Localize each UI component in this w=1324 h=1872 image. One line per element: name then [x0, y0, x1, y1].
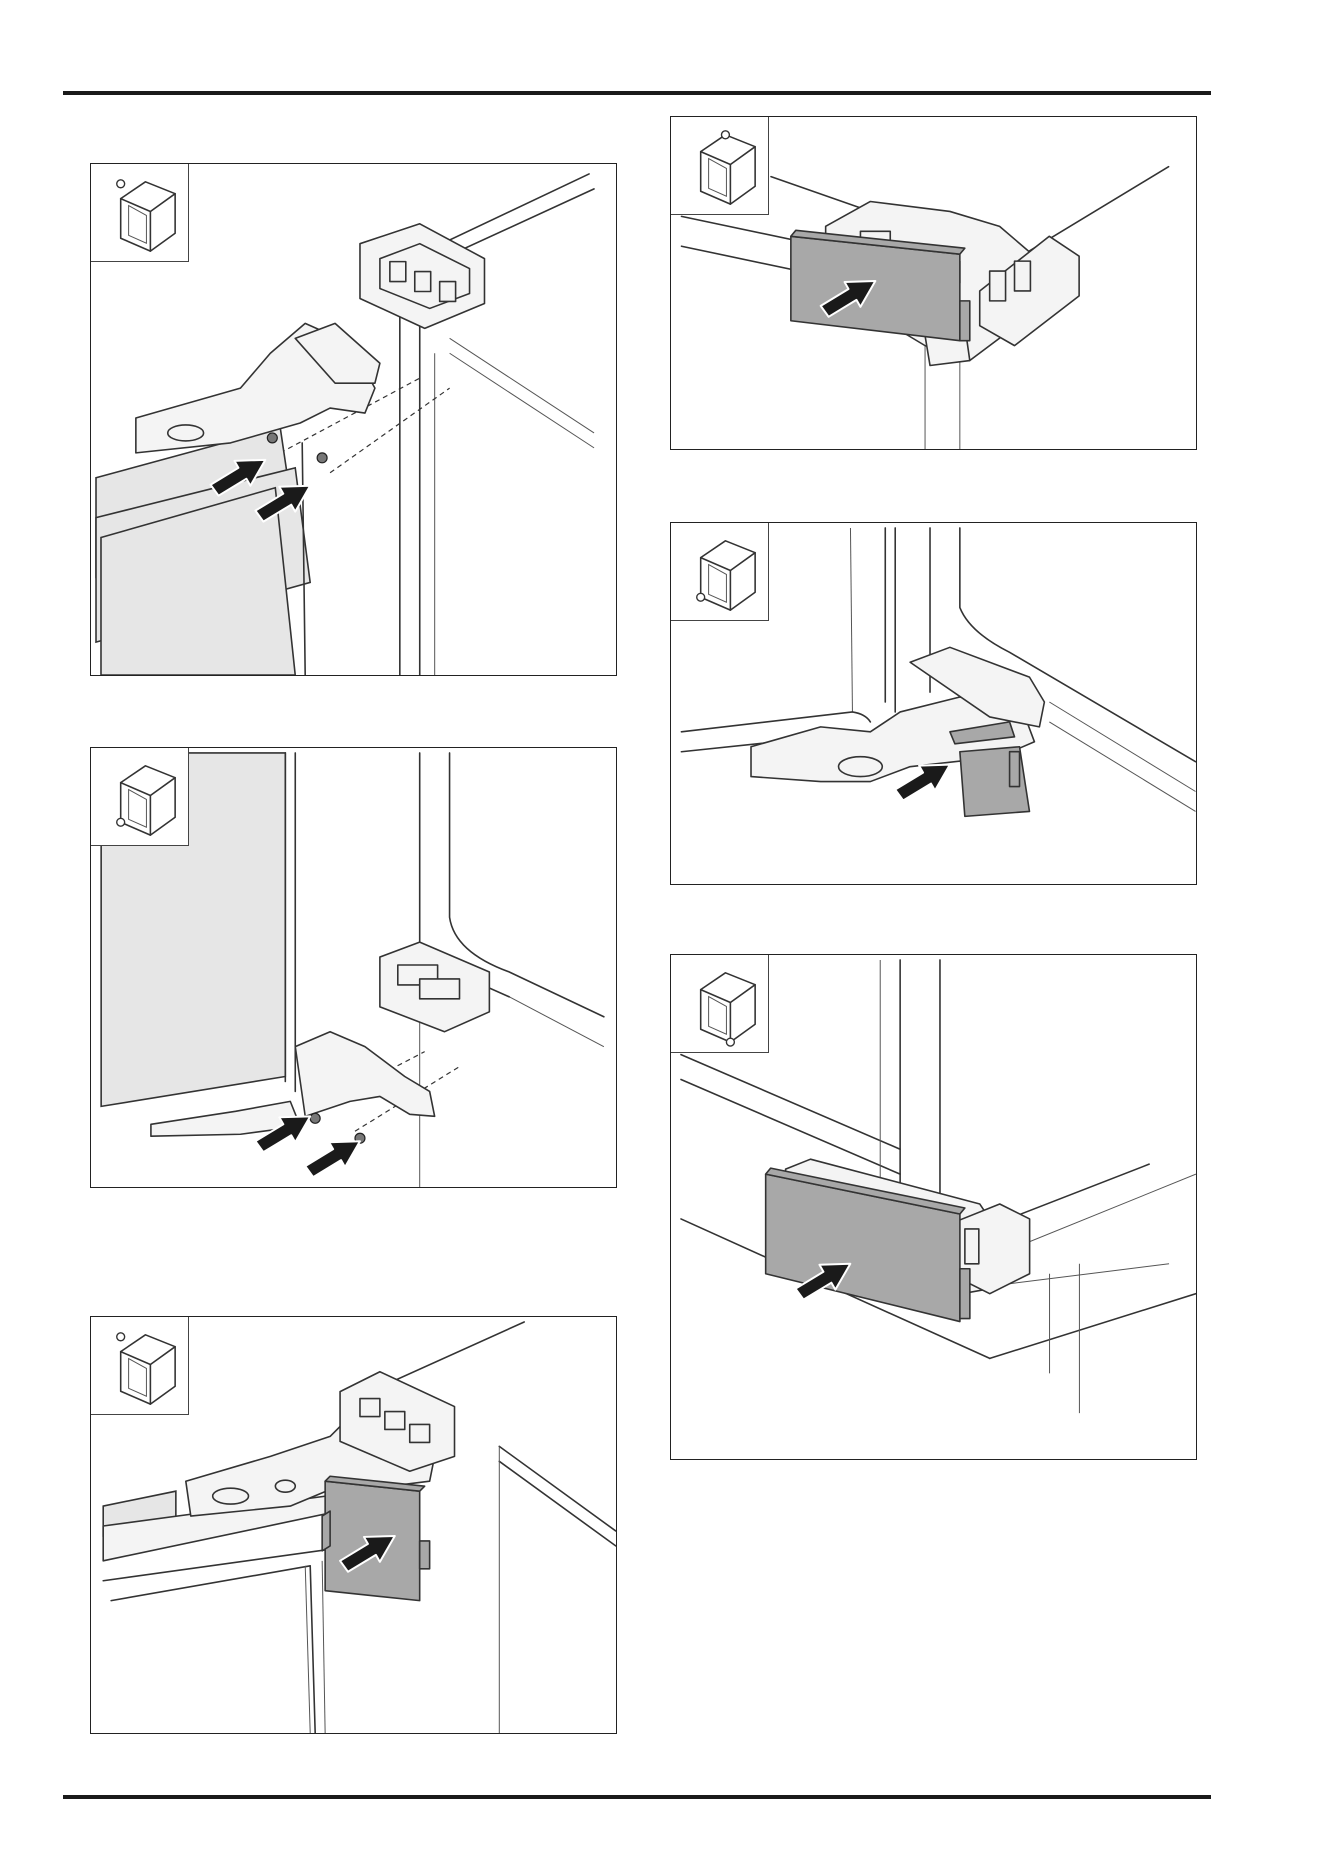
location-inset-top-left [91, 164, 189, 262]
figure-hinge-top-left-screw [90, 163, 617, 676]
corner-marker-icon [726, 1038, 734, 1046]
corner-marker-icon [117, 1333, 125, 1341]
corner-marker-icon [697, 593, 705, 601]
header-rule [63, 91, 1211, 95]
figure-cover-top-right-hinge [670, 116, 1197, 450]
corner-marker-icon [721, 131, 729, 139]
location-inset-bottom-left [91, 748, 189, 846]
location-inset-top-left [91, 1317, 189, 1415]
location-inset-top-right [671, 117, 769, 215]
corner-marker-icon [117, 818, 125, 826]
corner-marker-icon [117, 180, 125, 188]
location-inset-bottom-right [671, 955, 769, 1053]
figure-cover-bottom-left-hinge [670, 522, 1197, 885]
figure-hinge-bottom-left-screw [90, 747, 617, 1188]
figure-cover-bottom-right-hinge [670, 954, 1197, 1460]
location-inset-bottom-left [671, 523, 769, 621]
footer-rule [63, 1795, 1211, 1799]
figure-cover-top-left-hinge [90, 1316, 617, 1734]
